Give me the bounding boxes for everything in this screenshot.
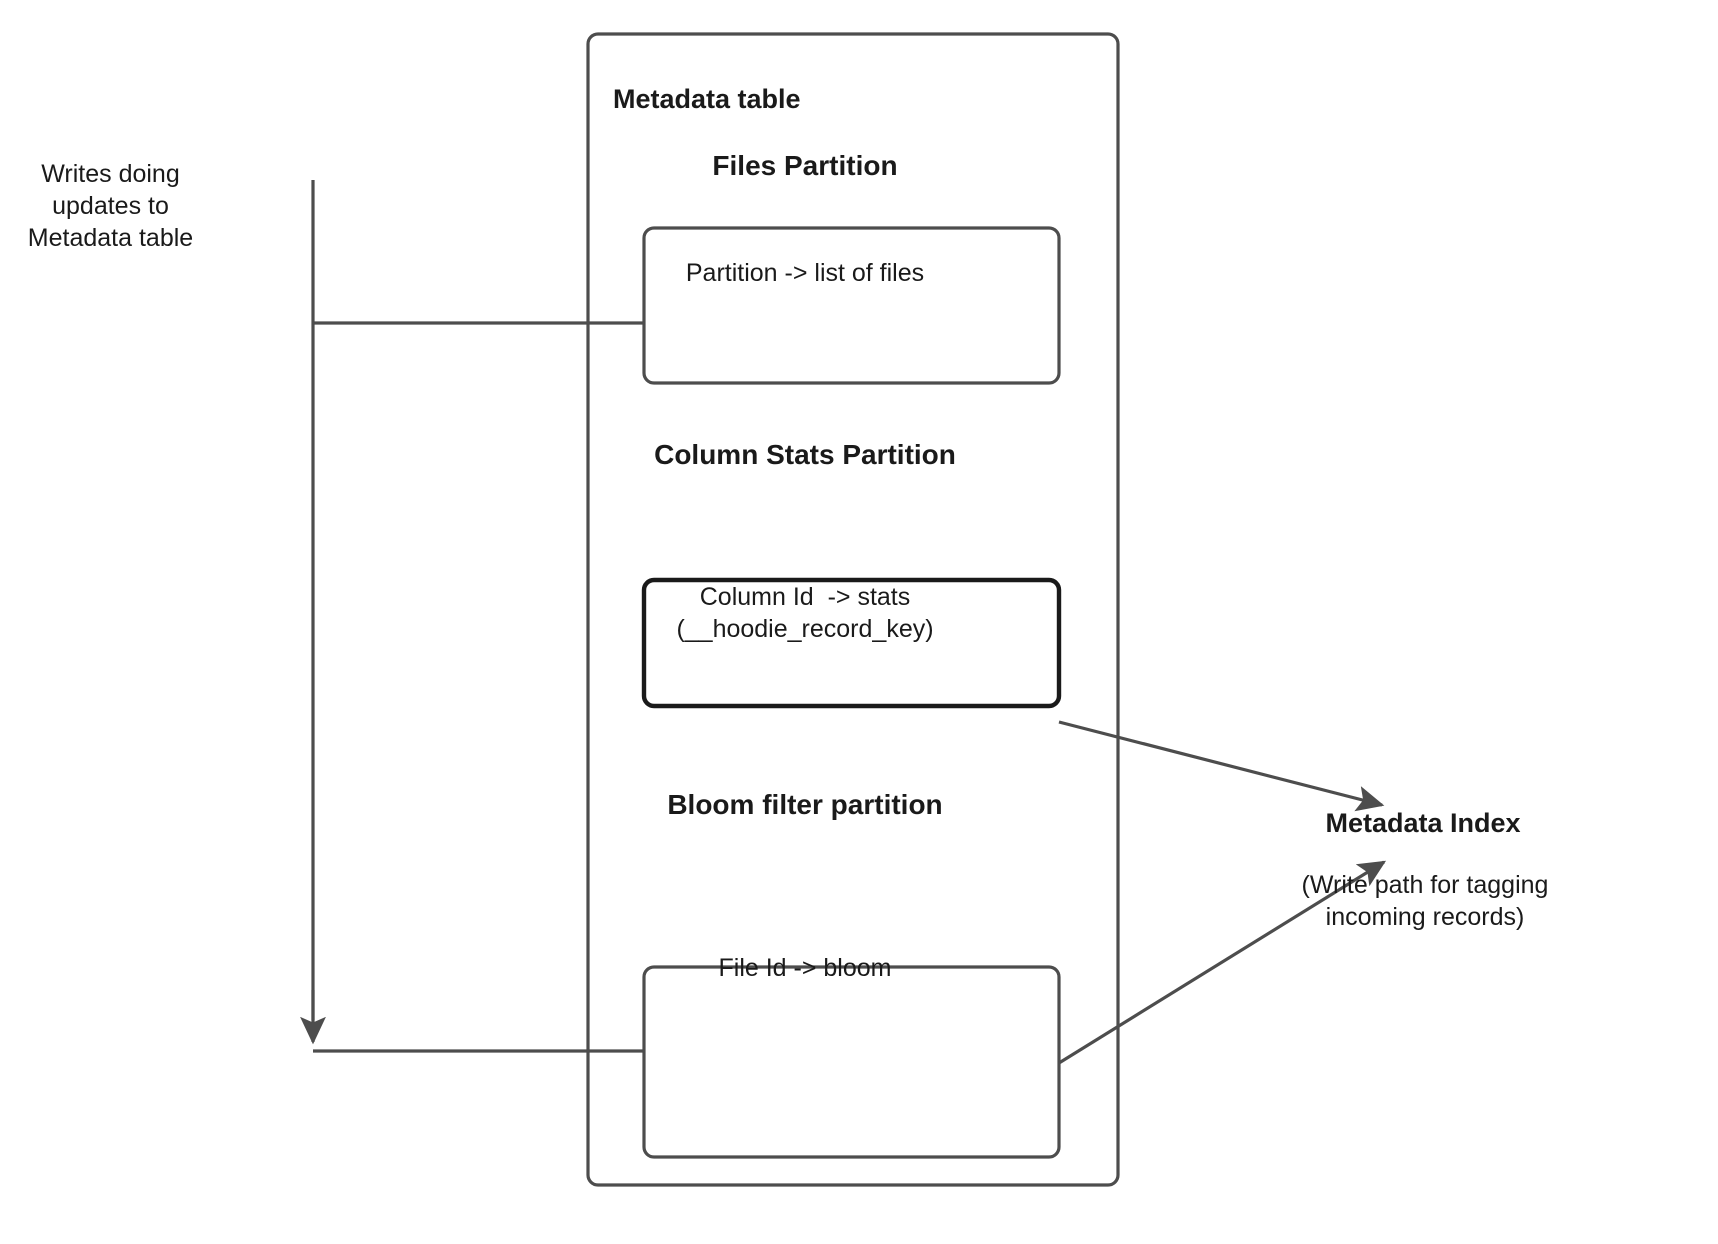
files-partition-box [642,226,1061,385]
metadata-index-title: Metadata Index [1325,808,1521,838]
column-stats-partition-body: Column Id -> stats (__hoodie_record_key) [676,583,934,643]
column-stats-partition-title: Column Stats Partition [654,439,956,470]
bloom-filter-partition-box [642,965,1061,1159]
bloom-filter-partition-title: Bloom filter partition [667,789,943,820]
files-partition-body: Partition -> list of files [685,259,925,287]
writes-source-label: Writes doing updates to Metadata table [27,160,194,252]
metadata-table-container [586,32,1120,1187]
connector-column-stats-to-index [1058,720,1385,812]
files-partition-title: Files Partition [712,150,898,181]
bloom-filter-partition-body: File Id -> bloom [718,954,892,982]
metadata-index-note: (Write path for tagging incoming records… [1301,871,1556,931]
connector-bloom-to-index [1058,860,1387,1065]
metadata-table-title: Metadata table [613,84,801,114]
column-stats-partition-box [641,577,1062,709]
